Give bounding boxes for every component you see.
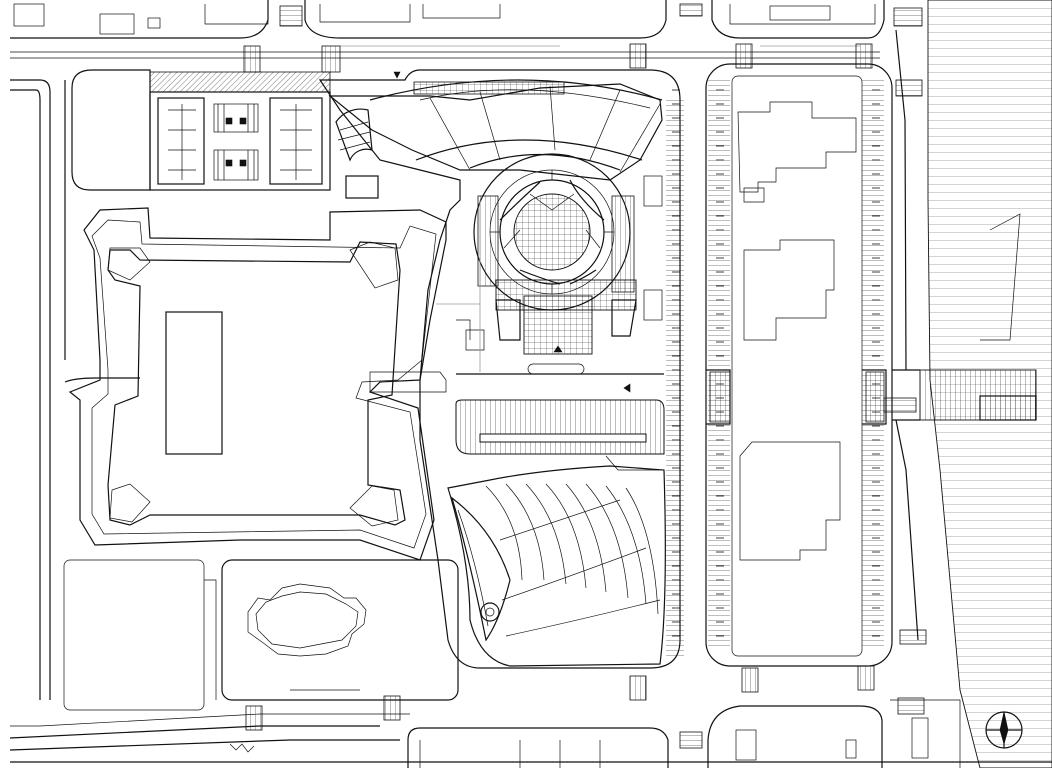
northwest-building [149,71,331,191]
road-markers [393,71,401,79]
parking-marks [672,89,880,637]
curved-seating-fan [447,465,666,667]
south-street-blocks [229,629,961,768]
north-street-blocks [10,0,923,97]
north-arrow-icon [985,711,1023,749]
star-fortress-block [68,207,447,561]
stadium-complex [318,69,681,669]
east-building-block [666,63,893,667]
spiral-stair [335,108,379,199]
southwest-landscape [247,583,367,691]
east-bridge [883,369,1037,421]
northwest-core-blocks [213,103,259,181]
plaza-strip [455,399,665,471]
